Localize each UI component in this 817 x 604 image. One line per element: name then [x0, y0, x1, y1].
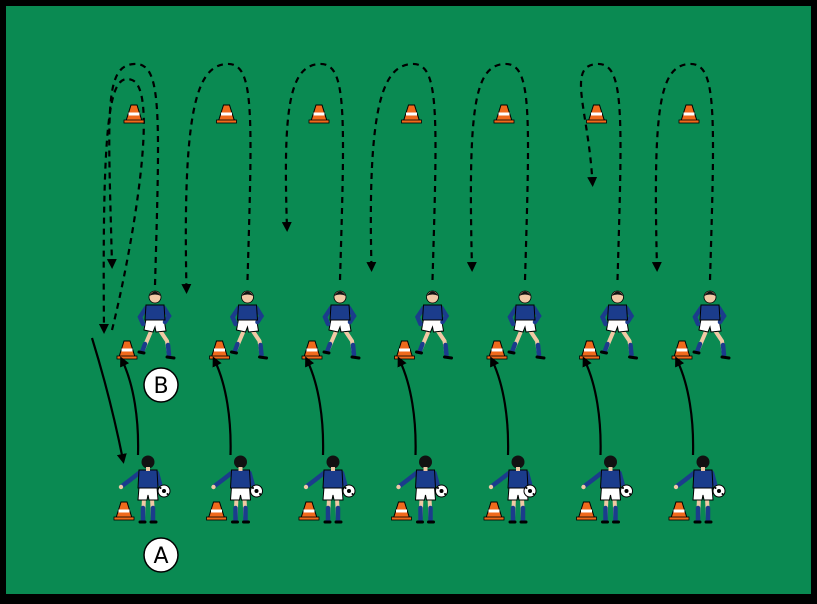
player-icon [118, 455, 163, 524]
player-icon [488, 455, 533, 524]
lane [90, 62, 176, 524]
pass-path [582, 356, 602, 456]
pass-path [490, 356, 510, 456]
training-cone-a [206, 501, 227, 521]
training-cone-far [493, 104, 515, 124]
dribble-run-path [466, 62, 530, 281]
player-icon [137, 290, 176, 360]
soccer-ball-icon [620, 484, 633, 498]
soccer-ball-icon [712, 484, 726, 498]
soccer-ball-icon [157, 484, 171, 498]
player-icon [581, 455, 625, 524]
training-cone-far [586, 104, 607, 124]
pass-path [397, 356, 417, 456]
dribble-run-path [366, 62, 437, 281]
return-run-path [98, 77, 145, 334]
group-label-b: B [143, 367, 179, 403]
player-icon [599, 290, 638, 360]
pass-path [305, 356, 325, 456]
training-cone-far [308, 104, 330, 124]
soccer-ball-icon [435, 484, 448, 498]
pass-path [675, 356, 695, 456]
lane [576, 62, 638, 524]
training-cone-a [113, 501, 135, 521]
player-icon [692, 290, 731, 360]
dribble-run-path [579, 62, 622, 281]
soccer-ball-icon [342, 484, 356, 498]
training-cone-far [401, 104, 422, 124]
pass-path [120, 356, 140, 456]
player-icon [303, 455, 348, 524]
group-label-a: A [143, 537, 179, 573]
return-pass-path [90, 337, 127, 464]
player-icon [414, 290, 453, 360]
label-b-text: B [153, 374, 168, 399]
training-cone-a [576, 501, 597, 521]
lane [181, 62, 268, 524]
training-cone-far [123, 104, 145, 124]
label-a-text: A [153, 544, 168, 569]
training-cone-a [298, 501, 320, 521]
player-icon [396, 455, 440, 524]
pass-path [212, 356, 232, 456]
lane [651, 62, 731, 524]
player-icon [673, 455, 718, 524]
lane [281, 62, 361, 524]
dribble-run-path [281, 62, 345, 281]
lane [466, 62, 546, 524]
player-icon [229, 290, 268, 360]
lanes [90, 62, 731, 524]
training-cone-a [391, 501, 412, 521]
training-cone-far [678, 104, 700, 124]
dribble-run-path [651, 62, 715, 281]
soccer-ball-icon [250, 484, 263, 498]
training-cone-a [483, 501, 505, 521]
training-cone-a [668, 501, 690, 521]
dribble-run-path [106, 62, 160, 286]
lane [366, 62, 453, 524]
player-icon [322, 290, 361, 360]
player-icon [211, 455, 255, 524]
soccer-ball-icon [523, 484, 537, 498]
training-cone-far [216, 104, 237, 124]
player-icon [507, 290, 546, 360]
